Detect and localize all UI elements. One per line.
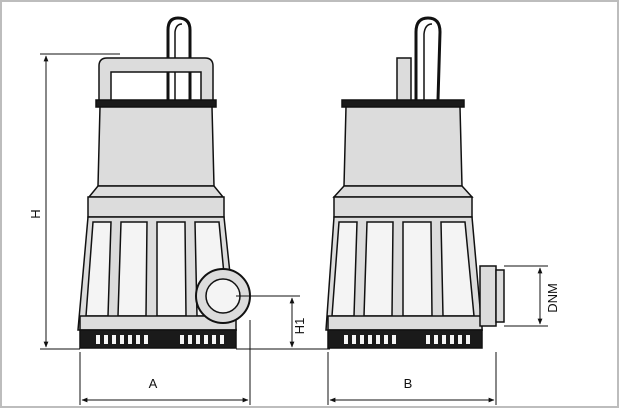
label-dnm: DNM: [545, 283, 560, 313]
side-view-pump: [325, 16, 505, 349]
label-h: H: [28, 209, 43, 218]
front-view-pump: [77, 16, 251, 349]
label-a: A: [149, 376, 158, 391]
label-b: B: [404, 376, 413, 391]
dimension-lines: [40, 53, 548, 405]
label-h1: H1: [292, 318, 307, 335]
